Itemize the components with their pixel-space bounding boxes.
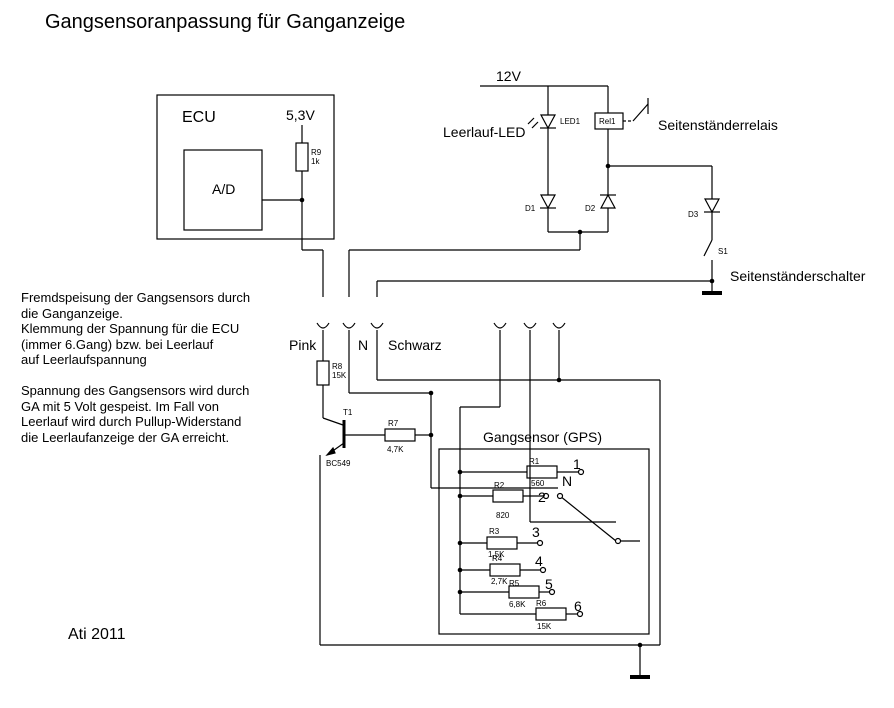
gangsensor-box (438, 448, 650, 635)
resistor-r6 (535, 607, 567, 621)
label-seitenstaenderschalter: Seitenständerschalter (730, 268, 866, 284)
label-5v3: 5,3V (286, 107, 315, 123)
label-led1: LED1 (560, 117, 581, 126)
resistor-r1 (526, 465, 558, 479)
diode-d3 (703, 198, 721, 214)
connector-n (342, 322, 356, 329)
resistor-r2 (492, 489, 524, 503)
label-r8-name: R8 (332, 362, 343, 371)
label-d2: D2 (585, 204, 596, 213)
label-r4-name: R4 (492, 554, 503, 563)
connector-schwarz (370, 322, 384, 329)
label-r2-value: 820 (496, 511, 510, 520)
label-r1-name: R1 (529, 457, 540, 466)
label-r1-value: 560 (531, 479, 545, 488)
label-r9-value: 1k (311, 157, 320, 166)
label-pink: Pink (289, 337, 317, 353)
connector-pink (316, 322, 330, 329)
credit-text: Ati 2011 (68, 626, 126, 643)
resistor-r3 (486, 536, 518, 550)
label-rel1: Rel1 (599, 117, 616, 126)
label-gear-5: 5 (545, 576, 553, 592)
label-s1: S1 (718, 247, 728, 256)
label-gear-1: 1 (573, 456, 581, 472)
label-ad: A/D (212, 181, 235, 197)
label-ecu: ECU (182, 109, 216, 126)
label-r5-name: R5 (509, 579, 520, 588)
label-r5-value: 6,8K (509, 600, 526, 609)
led1-diode (539, 114, 557, 130)
label-seitenstaenderrelais: Seitenständerrelais (658, 117, 778, 133)
resistor-r9 (295, 142, 309, 172)
connector-gps-3 (552, 322, 566, 329)
label-neutral-contact: N (562, 473, 572, 489)
label-r8-value: 15K (332, 371, 347, 380)
resistor-r8 (316, 360, 330, 386)
label-gear-4: 4 (535, 553, 543, 569)
label-r6-value: 15K (537, 622, 552, 631)
diode-d1 (539, 194, 557, 210)
diagram-title: Gangsensoranpassung für Ganganzeige (45, 11, 405, 33)
ad-converter-box (183, 149, 263, 231)
notes-text: Fremdspeisung der Gangsensors durch die … (21, 290, 251, 445)
label-t1: T1 (343, 408, 353, 417)
connector-gps-2 (523, 322, 537, 329)
ecu-box (156, 94, 335, 240)
connector-gps-1 (493, 322, 507, 329)
label-d3: D3 (688, 210, 699, 219)
label-12v: 12V (496, 68, 522, 84)
label-d1: D1 (525, 204, 536, 213)
diode-d2 (599, 193, 617, 209)
resistor-r7 (384, 428, 416, 442)
label-r9-name: R9 (311, 148, 322, 157)
label-r7-value: 4,7K (387, 445, 404, 454)
label-gear-6: 6 (574, 598, 582, 614)
label-r3-value: 1,5K (488, 550, 505, 559)
label-gear-2: 2 (538, 489, 546, 505)
label-bc549: BC549 (326, 459, 351, 468)
resistor-r4 (489, 563, 521, 577)
label-gear-3: 3 (532, 524, 540, 540)
label-r4-value: 2,7K (491, 577, 508, 586)
label-r3-name: R3 (489, 527, 500, 536)
label-gangsensor: Gangsensor (GPS) (483, 429, 602, 445)
label-schwarz: Schwarz (388, 337, 442, 353)
label-n: N (358, 337, 368, 353)
label-leerlauf-led: Leerlauf-LED (443, 124, 526, 140)
label-r2-name: R2 (494, 481, 505, 490)
label-r6-name: R6 (536, 599, 547, 608)
label-r7-name: R7 (388, 419, 399, 428)
